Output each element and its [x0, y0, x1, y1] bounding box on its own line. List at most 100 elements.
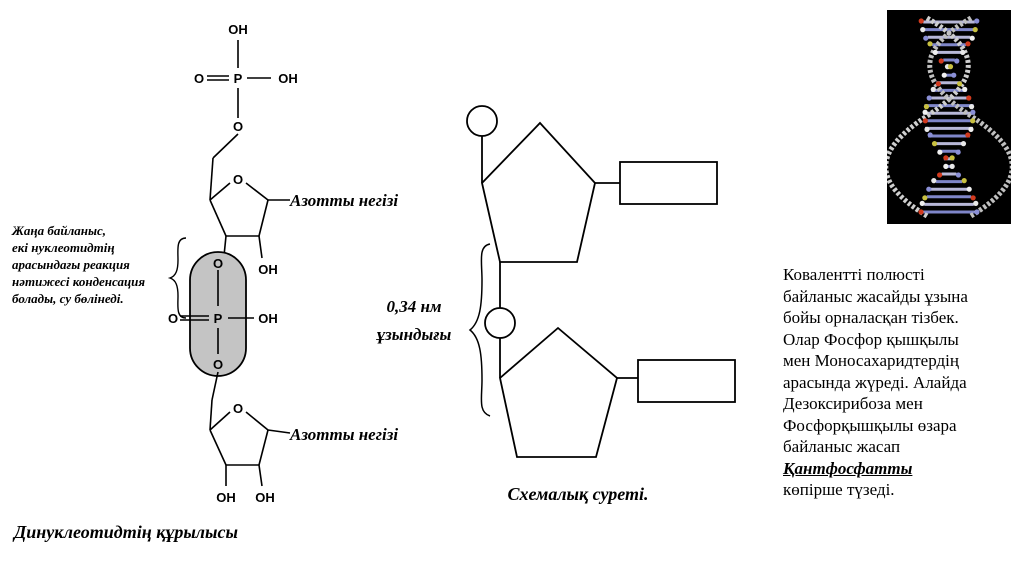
dna-atom: [965, 41, 971, 47]
length-brace: [468, 243, 491, 417]
oh-ring-top: OH: [258, 262, 278, 277]
o-double-mid: O: [168, 311, 178, 326]
length-label: ұзындығы: [376, 325, 452, 344]
dna-atom: [923, 104, 930, 110]
note-line: екі нуклеотидтің: [12, 240, 115, 255]
dna-atom: [972, 27, 978, 33]
dna-atom: [973, 200, 979, 206]
ring-o-top: O: [233, 172, 243, 187]
description-ending: көпірше түзеді.: [783, 480, 895, 499]
description-line: Олар Фосфор қышқылы: [783, 329, 959, 349]
schema-caption: Схемалық суреті.: [507, 484, 648, 504]
dna-atom: [927, 41, 933, 47]
note-line: нәтижесі конденсация: [12, 274, 146, 289]
oh-bottom-right: OH: [255, 490, 275, 505]
dna-atom: [949, 155, 955, 161]
dna-atom: [932, 49, 938, 56]
dna-atom: [937, 172, 943, 178]
dna-strand-a: [887, 15, 971, 219]
length-value: 0,34 нм: [386, 297, 441, 316]
dna-atom: [920, 27, 926, 33]
dna-atom: [924, 126, 930, 132]
base-rect-top: [619, 161, 718, 205]
dna-atom: [922, 118, 928, 124]
bottom-sugar-ring: [209, 399, 291, 487]
dna-atom: [966, 95, 972, 101]
base-rect-bottom: [637, 359, 736, 403]
dna-atom: [954, 58, 960, 64]
description-keyword: Қантфосфатты: [783, 458, 913, 478]
o-bridge-lower: O: [213, 357, 223, 372]
dna-atom: [943, 163, 949, 169]
dna-atom: [968, 104, 975, 110]
note-line: болады, су бөлінеді.: [12, 291, 124, 306]
dna-atom: [918, 18, 924, 24]
dna-atom: [931, 141, 938, 147]
p-mid: P: [214, 311, 223, 326]
ring-o-bottom: O: [233, 401, 243, 416]
dna-atom: [922, 109, 928, 115]
p-top: P: [234, 71, 243, 86]
description-text: Ковалентті полюсті байланыс жасайды ұзын…: [783, 264, 1015, 501]
dna-atom: [951, 72, 957, 78]
dna-atom: [968, 126, 974, 132]
dna-atom: [922, 195, 928, 201]
oh-right-top: OH: [278, 71, 298, 86]
dna-atom: [941, 72, 947, 78]
o-bridge-upper: O: [213, 256, 223, 271]
description-line: байланыс жасайды ұзына: [783, 286, 968, 306]
dna-atom: [969, 35, 975, 41]
dna-atom: [957, 81, 963, 87]
dna-atom: [949, 163, 955, 169]
dna-atom: [930, 86, 936, 92]
base-label-top: Азотты негізі: [289, 191, 398, 210]
dna-atom: [965, 132, 971, 138]
dna-helix-image: [887, 10, 1011, 224]
dna-atom: [962, 86, 968, 92]
dna-atom: [970, 118, 976, 124]
condensation-note: Жаңа байланыс, екі нуклеотидтің арасында…: [12, 222, 182, 307]
dna-atom: [931, 178, 937, 184]
description-line: бойы орналасқан тізбек.: [783, 308, 959, 327]
o-double-top: O: [194, 71, 204, 86]
dna-atom: [961, 178, 967, 184]
dna-helix-icon: [887, 15, 1011, 219]
description-line: Ковалентті полюсті: [783, 265, 925, 284]
description-line: Фосфорқышқылы өзара: [783, 415, 957, 435]
dna-atom: [960, 49, 966, 56]
description-line: байланыс жасап: [783, 437, 901, 456]
dna-atom: [947, 64, 954, 70]
dna-atom: [974, 18, 980, 24]
dna-atom: [919, 200, 925, 206]
dna-atom: [937, 149, 943, 155]
dna-atom: [970, 195, 976, 201]
pentose-pentagon-bottom: [499, 326, 619, 458]
dna-atom: [974, 209, 980, 215]
dna-atom: [970, 109, 976, 115]
phosphate-circle-top: [466, 105, 498, 137]
structure-title: Динуклеотидтің құрылысы: [12, 522, 238, 542]
phosphodiester-bond-highlight: [189, 251, 247, 377]
note-line: арасындағы реакция: [12, 257, 130, 272]
dna-atom: [938, 58, 944, 64]
dna-atom: [960, 141, 967, 147]
oh-bottom-left: OH: [216, 490, 236, 505]
middle-phosphate-group: [180, 270, 254, 401]
o-link-top: O: [233, 119, 243, 134]
top-sugar-ring: [209, 157, 290, 259]
dna-atom: [955, 149, 961, 155]
note-line: Жаңа байланыс,: [12, 223, 107, 238]
description-line: Дезоксирибоза мен: [783, 394, 923, 413]
dna-atom: [923, 35, 929, 41]
phosphate-circle-bottom: [484, 307, 516, 339]
description-line: мен Моносахаридтердің: [783, 351, 959, 370]
dna-atom: [966, 186, 972, 192]
oh-top: OH: [228, 22, 248, 37]
dna-atom: [955, 172, 961, 178]
dna-strand-b: [927, 15, 1011, 219]
dna-atom: [918, 209, 924, 215]
description-line: арасында жүреді. Алайда: [783, 372, 967, 392]
dna-atom: [926, 186, 932, 192]
dna-atom: [926, 95, 932, 101]
